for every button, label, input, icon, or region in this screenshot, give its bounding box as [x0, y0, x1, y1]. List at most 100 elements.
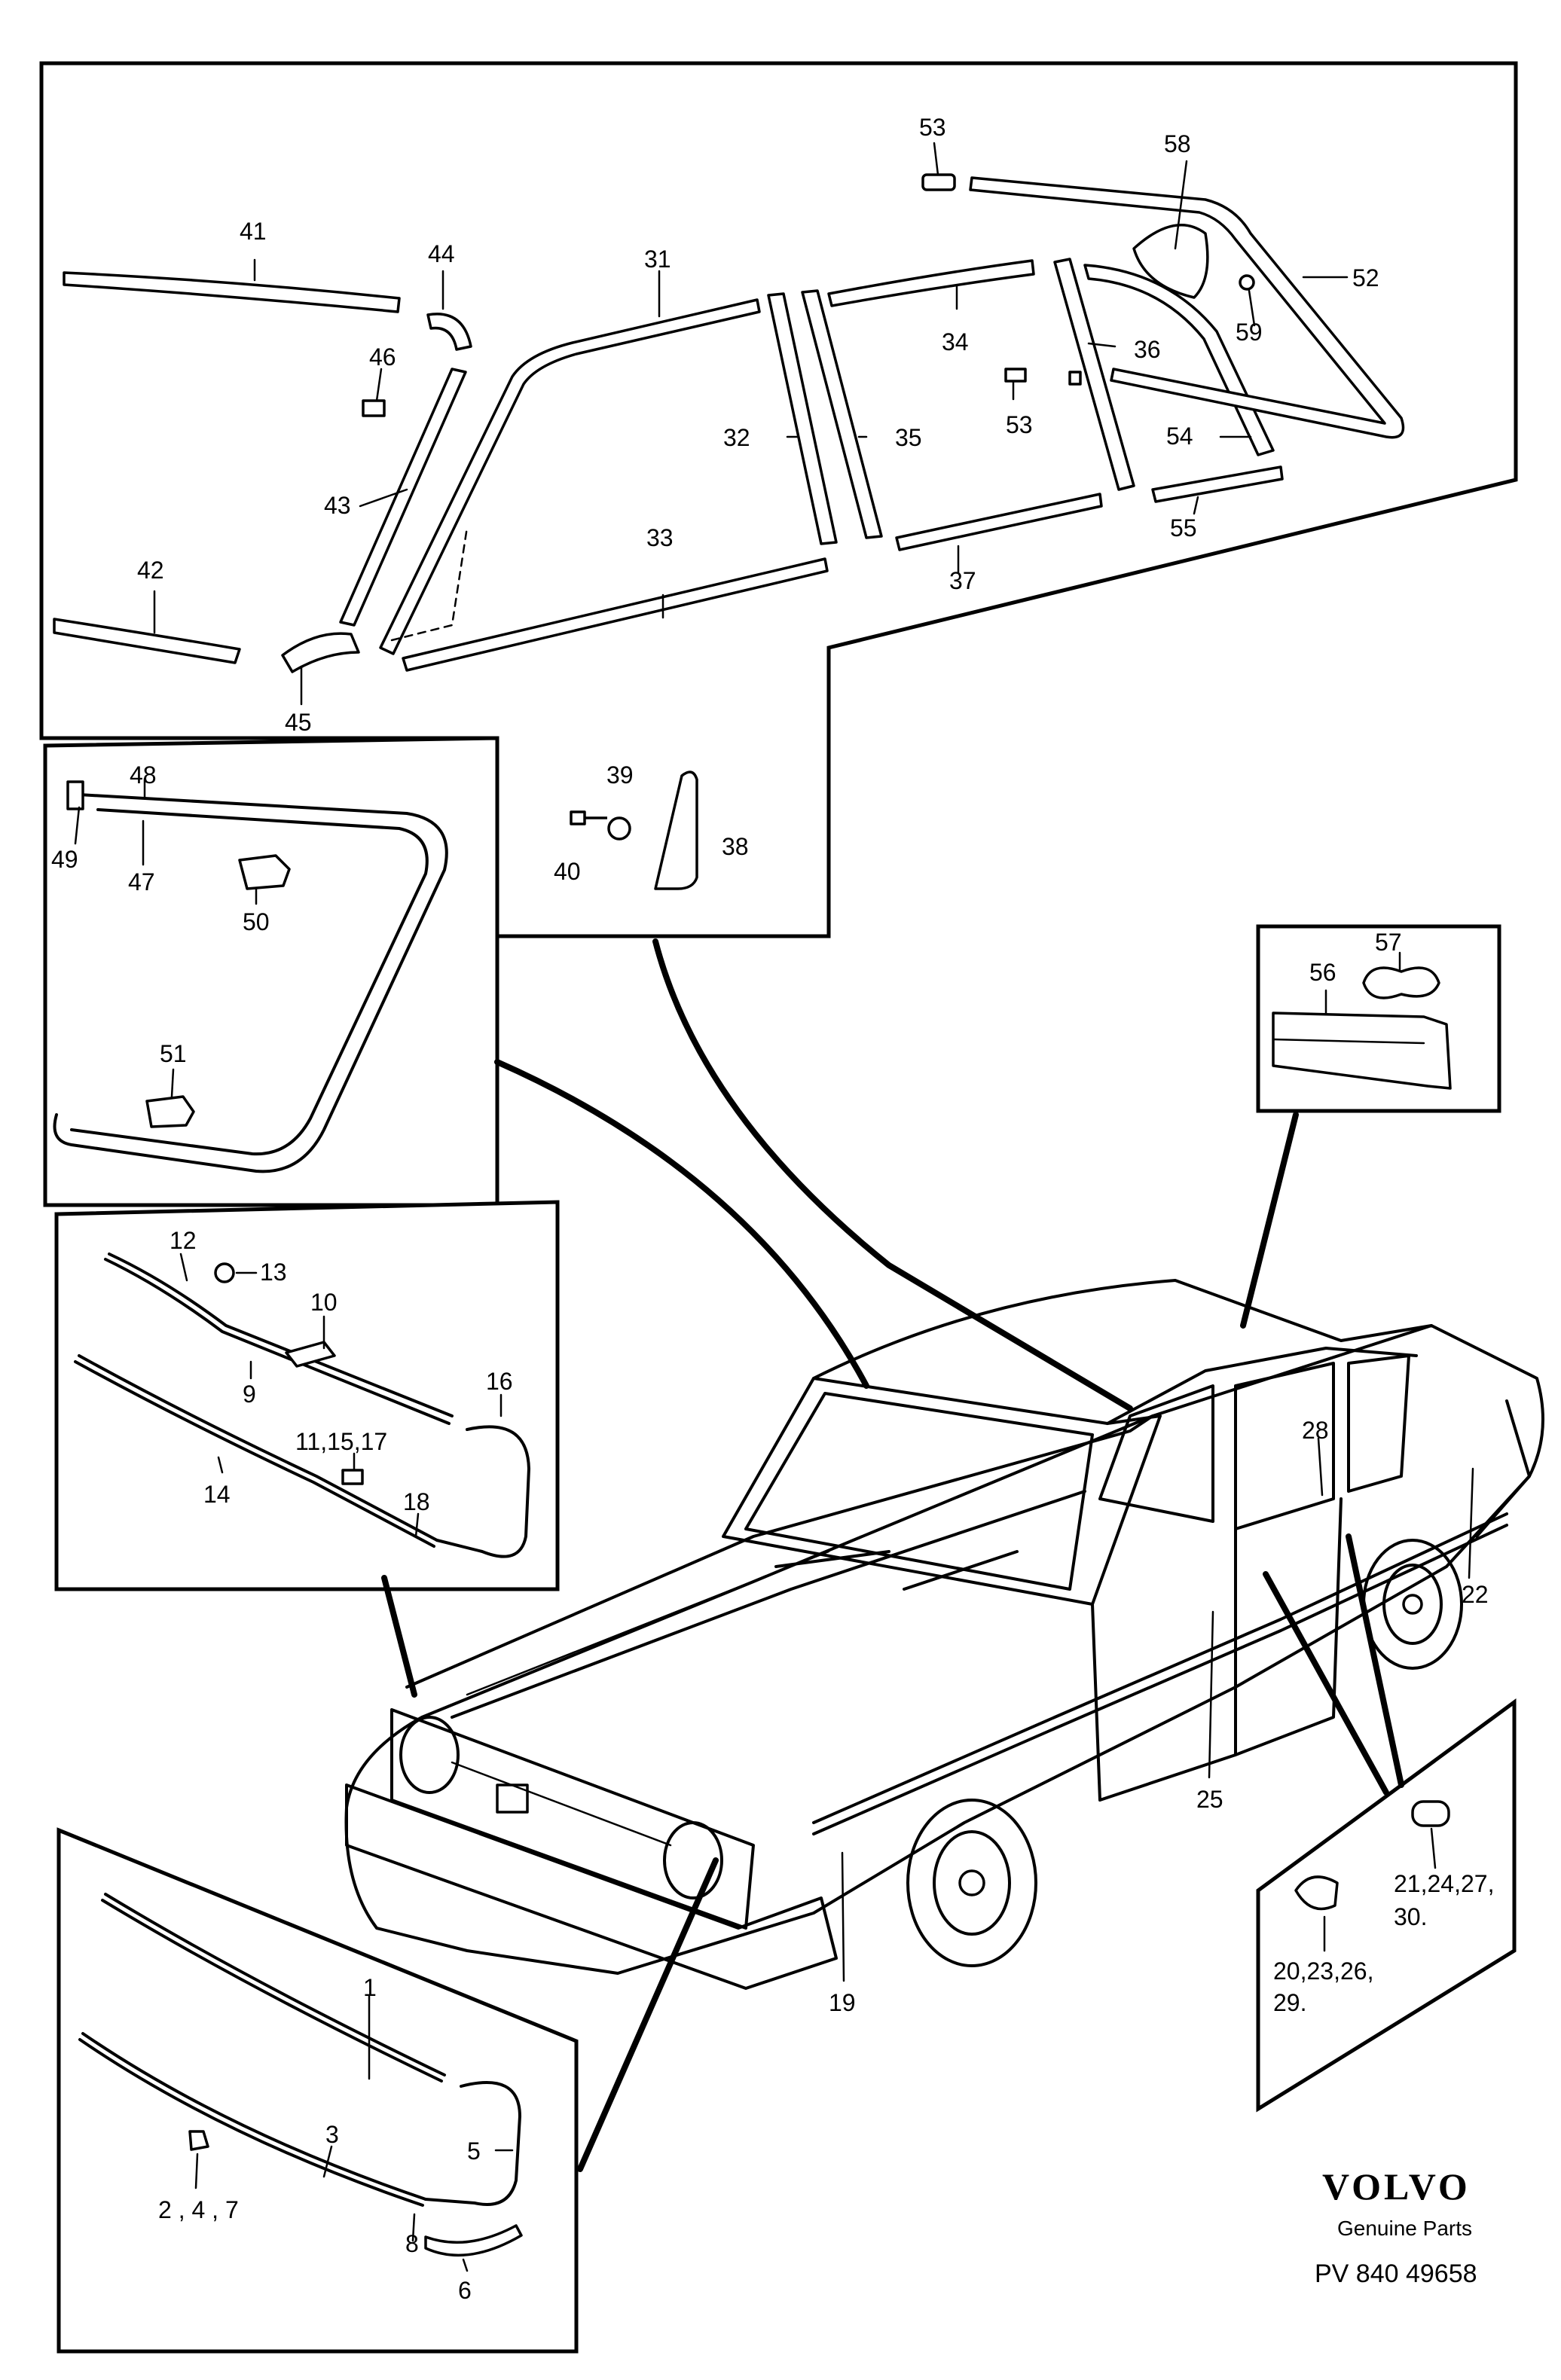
label-21-line1: 21,24,27, — [1394, 1870, 1494, 1897]
label-52: 52 — [1352, 264, 1379, 291]
label-34: 34 — [942, 328, 969, 355]
part-50-bracket — [238, 854, 291, 890]
callout-labels: 1 2 , 4 , 7 3 5 6 8 9 10 11,15,17 12 13 … — [51, 114, 1494, 2304]
volvo-logo: VOLVO — [1322, 2165, 1471, 2208]
part-32-pillar-strip — [767, 292, 838, 545]
label-8: 8 — [405, 2230, 419, 2257]
label-56: 56 — [1309, 959, 1336, 986]
part-2-clip — [188, 2130, 209, 2151]
part-36-rear-door-frame — [1053, 258, 1135, 491]
label-54: 54 — [1166, 423, 1193, 450]
label-1: 1 — [363, 1974, 377, 2001]
part-43-pillar-moulding — [339, 368, 467, 627]
label-48: 48 — [130, 761, 157, 789]
label-49: 49 — [51, 846, 78, 873]
part-55-strip — [1151, 465, 1284, 503]
part-13-screw — [214, 1262, 235, 1283]
label-3: 3 — [325, 2121, 339, 2148]
connector-lines — [381, 938, 1404, 2172]
grille-panel-frame — [54, 1200, 560, 1591]
label-20-line2: 29. — [1273, 1989, 1306, 2016]
label-38: 38 — [722, 833, 749, 860]
label-28: 28 — [1302, 1417, 1329, 1444]
part-33-sill-moulding — [402, 557, 829, 672]
label-53-lower: 53 — [1006, 411, 1033, 438]
part-10-clip — [285, 1341, 336, 1368]
label-58: 58 — [1164, 130, 1191, 157]
part-53-clip-lower — [1004, 368, 1027, 383]
part-48-rear-window-seal — [53, 793, 448, 1173]
part-47-rear-window-moulding — [70, 808, 429, 1156]
label-12: 12 — [170, 1227, 197, 1254]
label-39: 39 — [606, 761, 634, 789]
label-47: 47 — [128, 868, 155, 896]
part-20-clip — [1294, 1875, 1339, 1911]
part-53-clip-upper — [921, 173, 956, 191]
label-31: 31 — [644, 246, 671, 273]
label-9: 9 — [243, 1381, 256, 1408]
part-46-clip — [362, 399, 386, 417]
part-5-corner-strip — [424, 2081, 521, 2206]
label-14: 14 — [203, 1481, 231, 1508]
part-57-clip — [1362, 966, 1440, 999]
label-50: 50 — [243, 908, 270, 935]
headlamp-panel-frame — [57, 1827, 579, 2354]
part-39-grommet — [607, 816, 631, 841]
label-21-line2: 30. — [1394, 1903, 1427, 1930]
label-43: 43 — [324, 492, 351, 519]
label-25: 25 — [1196, 1786, 1223, 1813]
part-58-corner-trim — [1132, 224, 1209, 299]
label-55: 55 — [1170, 514, 1197, 542]
label-16: 16 — [486, 1368, 513, 1395]
label-45: 45 — [285, 709, 312, 736]
part-31-windshield-frame — [379, 298, 761, 655]
diagram-code: PV 840 49658 — [1315, 2259, 1477, 2288]
car-illustration — [344, 1279, 1544, 1990]
label-18: 18 — [403, 1488, 430, 1515]
part-42-lower-moulding — [53, 618, 241, 664]
label-2-4-7: 2 , 4 , 7 — [158, 2196, 239, 2223]
label-40: 40 — [554, 858, 581, 885]
label-10: 10 — [310, 1289, 338, 1316]
part-52-quarter-frame — [969, 176, 1405, 439]
label-32: 32 — [723, 424, 750, 451]
label-33: 33 — [646, 524, 674, 551]
label-53-upper: 53 — [919, 114, 946, 141]
label-51: 51 — [160, 1040, 187, 1067]
part-38-triangle-cover — [654, 770, 698, 890]
genuine-parts-text: Genuine Parts — [1337, 2217, 1472, 2240]
label-42: 42 — [137, 557, 164, 584]
part-11-clip — [341, 1469, 364, 1485]
label-59: 59 — [1236, 319, 1263, 346]
part-45-corner-piece — [281, 632, 360, 673]
part-1-upper-moulding — [104, 1893, 446, 2076]
part-37-lower-strip — [895, 493, 1103, 551]
part-49-clip — [66, 780, 84, 810]
clip-panel-frame — [1256, 1698, 1517, 2113]
label-20-line1: 20,23,26, — [1273, 1957, 1373, 1985]
label-13: 13 — [260, 1259, 287, 1286]
part-14-lower-strip — [78, 1354, 438, 1542]
part-56-side-moulding — [1272, 1012, 1452, 1090]
part-34-window-top — [827, 259, 1035, 307]
label-5: 5 — [467, 2137, 481, 2165]
label-36: 36 — [1134, 336, 1161, 363]
part-3-lower-moulding — [81, 2032, 427, 2201]
part-41-roof-moulding — [63, 271, 401, 313]
label-46: 46 — [369, 343, 396, 371]
label-19: 19 — [829, 1989, 856, 2016]
part-51-bracket — [145, 1095, 195, 1128]
part-6-end-cap — [424, 2224, 523, 2256]
part-35-pillar-strip — [801, 289, 883, 539]
label-41: 41 — [240, 218, 267, 245]
label-35: 35 — [895, 424, 922, 451]
part-9-upper-strip — [108, 1253, 454, 1417]
label-57: 57 — [1375, 929, 1402, 956]
part-40-screw — [570, 810, 607, 825]
label-11-15-17: 11,15,17 — [295, 1428, 387, 1455]
label-22: 22 — [1462, 1581, 1489, 1608]
label-44: 44 — [428, 240, 455, 267]
part-44-corner-piece — [426, 313, 472, 351]
label-37: 37 — [949, 567, 976, 594]
